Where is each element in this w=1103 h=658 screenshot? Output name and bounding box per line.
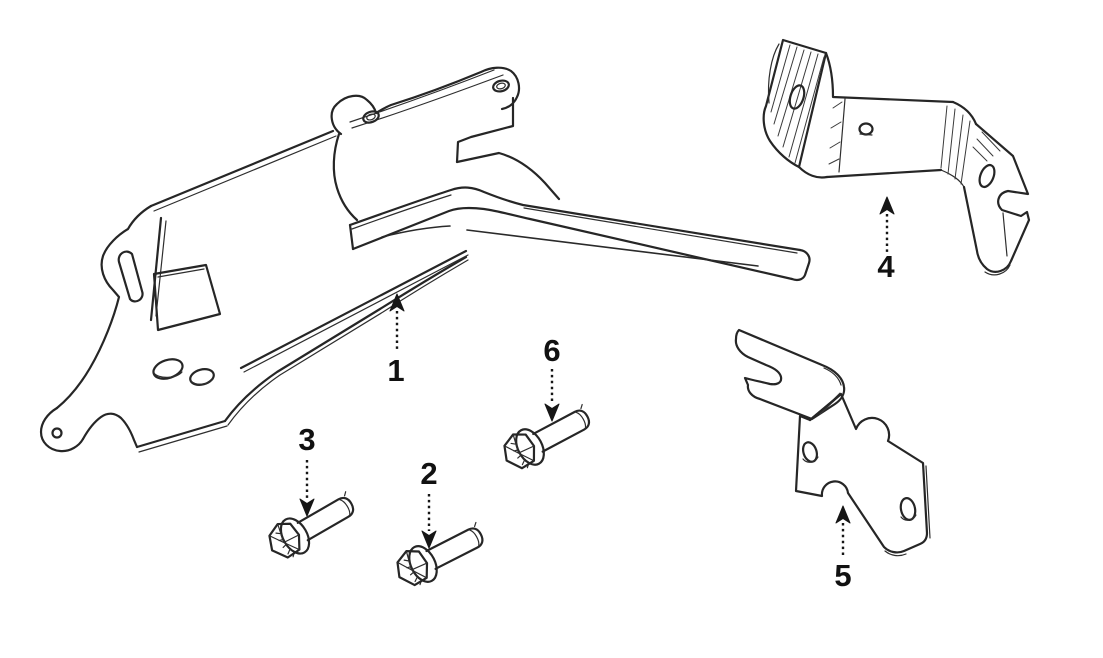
callout-6-label: 6 xyxy=(543,333,560,368)
arrow-up-icon xyxy=(879,196,895,215)
part-4-z-bracket xyxy=(762,38,1031,276)
arrow-up-icon xyxy=(835,505,851,524)
part-6-bolt xyxy=(496,398,599,478)
flange-hatching xyxy=(770,44,825,164)
part-5-support-bracket xyxy=(734,328,931,557)
callout-5-label: 5 xyxy=(834,558,851,593)
arrow-down-icon xyxy=(299,498,315,517)
part-3-bolt xyxy=(261,485,363,568)
arrow-down-icon xyxy=(544,403,560,422)
callout-3: 3 xyxy=(298,422,316,517)
callout-4: 4 xyxy=(877,196,895,284)
callout-2-label: 2 xyxy=(420,456,437,491)
callout-6: 6 xyxy=(543,333,561,422)
right-flange-hatching xyxy=(972,131,1001,162)
web-left-bend-hatching xyxy=(828,101,843,165)
callout-1: 1 xyxy=(387,293,405,388)
callout-5: 5 xyxy=(834,505,852,593)
web-right-bend-hatching xyxy=(940,105,971,185)
arrow-up-icon xyxy=(389,293,405,312)
callout-3-label: 3 xyxy=(298,422,315,457)
part-2-bolt xyxy=(389,516,492,595)
callout-2: 2 xyxy=(420,456,438,549)
callout-4-label: 4 xyxy=(877,249,895,284)
arrow-down-icon xyxy=(421,530,437,549)
part-1-main-bracket xyxy=(39,66,811,453)
callout-1-label: 1 xyxy=(387,353,404,388)
